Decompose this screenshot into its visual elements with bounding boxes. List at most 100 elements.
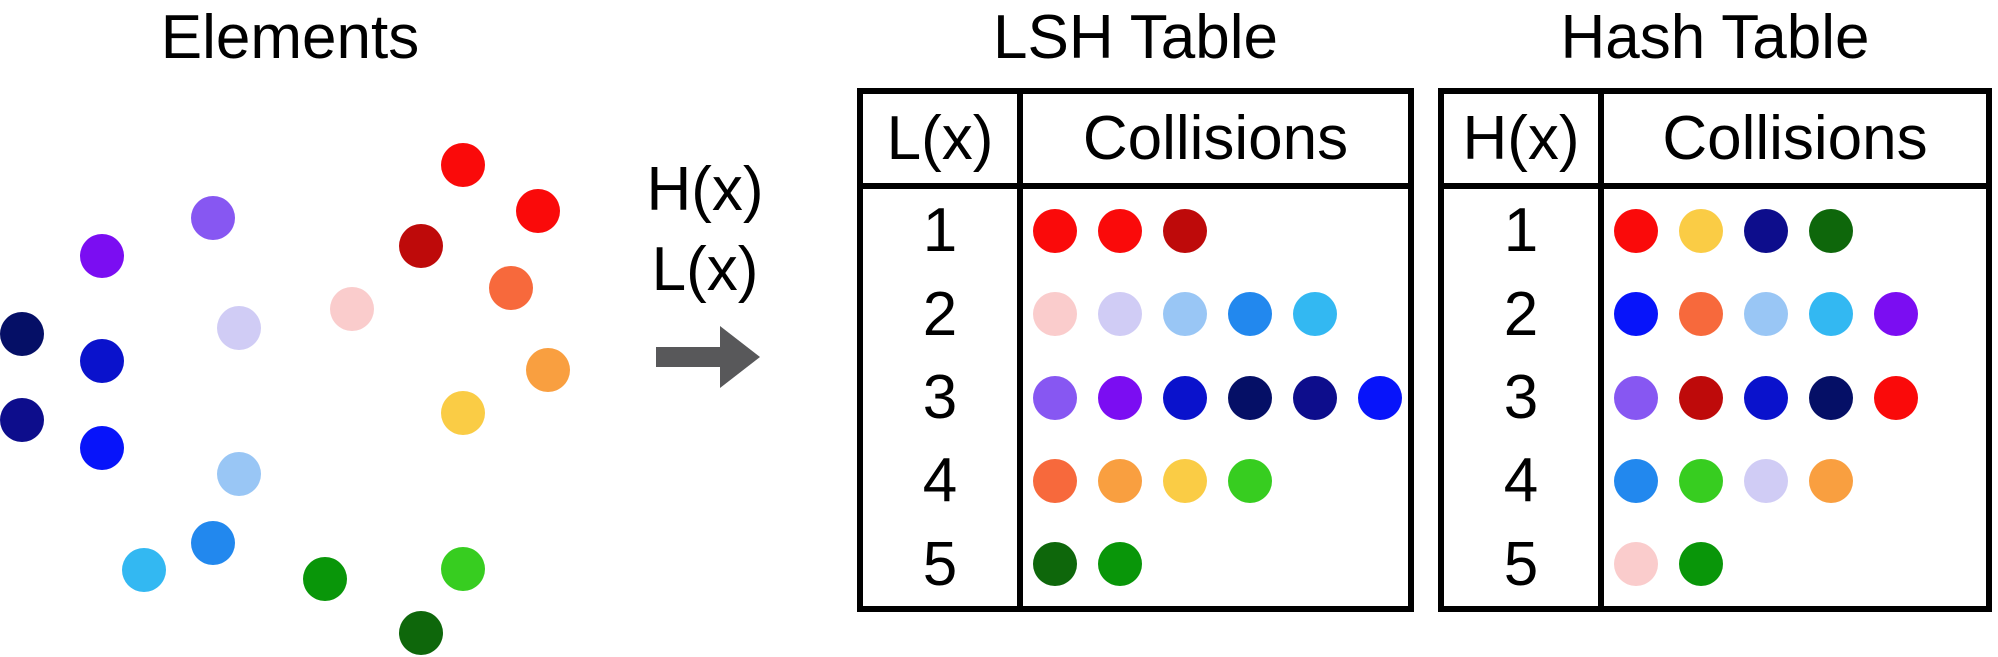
- hash-key-header: H(x): [1444, 94, 1604, 183]
- right-arrow-icon: [656, 326, 760, 393]
- collision-dot-green: [1098, 542, 1142, 587]
- hash-row-4: 4: [1444, 439, 1986, 523]
- elements-scatter: [0, 0, 660, 657]
- collision-dot-lavender: [1098, 292, 1142, 337]
- collision-dot-lightblue: [1744, 292, 1788, 337]
- lsh-collisions-header: Collisions: [1082, 104, 1349, 173]
- hash-table-title: Hash Table: [1560, 3, 1870, 72]
- collision-dot-mediumpurple: [1614, 375, 1658, 420]
- hash-bucket-collisions: [1604, 272, 1986, 355]
- element-dot-darkgreen: [399, 611, 443, 655]
- hash-bucket-key: 3: [1444, 355, 1604, 440]
- element-dot-blue: [80, 426, 124, 470]
- collision-dot-navy: [1744, 208, 1788, 253]
- element-dot-lightblue: [217, 452, 261, 496]
- collision-dot-red: [1033, 208, 1077, 253]
- hash-bucket-key: 1: [1444, 189, 1604, 273]
- lsh-bucket-key: 4: [863, 439, 1023, 523]
- lsh-bucket-collisions: [1023, 356, 1408, 439]
- lsh-key-header: L(x): [863, 94, 1023, 183]
- element-dot-tomato: [489, 266, 533, 310]
- collision-dot-tomato: [1679, 292, 1723, 337]
- hash-function-label-h: H(x): [646, 155, 764, 224]
- lsh-row-3: 3: [863, 355, 1408, 440]
- element-dot-navydark: [0, 312, 44, 356]
- lsh-bucket-collisions: [1023, 439, 1408, 522]
- element-dot-violet: [80, 234, 124, 278]
- element-dot-lavender: [217, 306, 261, 350]
- collision-dot-red: [1614, 208, 1658, 253]
- collision-dot-dodgerblue: [1614, 458, 1658, 503]
- collision-dot-mediumblue: [1744, 375, 1788, 420]
- hash-bucket-collisions: [1604, 523, 1986, 606]
- hash-bucket-key: 4: [1444, 439, 1604, 523]
- element-dot-mediumpurple: [191, 196, 235, 240]
- collision-dot-violet: [1098, 375, 1142, 420]
- element-dot-lime: [441, 547, 485, 591]
- collision-dot-darkred: [1163, 208, 1207, 253]
- hash-row-1: 1: [1444, 189, 1986, 273]
- collision-dot-mediumblue: [1163, 375, 1207, 420]
- hash-row-5: 5: [1444, 522, 1986, 607]
- collision-dot-lightblue: [1163, 292, 1207, 337]
- lsh-bucket-key: 1: [863, 189, 1023, 273]
- collision-dot-green: [1679, 542, 1723, 587]
- collision-dot-lime: [1679, 458, 1723, 503]
- lsh-bucket-key: 5: [863, 522, 1023, 607]
- element-dot-pink: [330, 287, 374, 331]
- hash-bucket-key: 5: [1444, 522, 1604, 607]
- element-dot-darkred: [399, 224, 443, 268]
- lsh-bucket-collisions: [1023, 189, 1408, 272]
- element-dot-red: [441, 143, 485, 187]
- collision-dot-red: [1098, 208, 1142, 253]
- collision-dot-gold: [1679, 208, 1723, 253]
- collision-dot-cyan: [1809, 292, 1853, 337]
- lsh-row-5: 5: [863, 522, 1408, 607]
- collision-dot-pink: [1033, 292, 1077, 337]
- collision-dot-darkred: [1679, 375, 1723, 420]
- lsh-row-2: 2: [863, 272, 1408, 356]
- hash-function-label-l: L(x): [651, 235, 759, 304]
- collision-dot-red: [1874, 375, 1918, 420]
- hash-collisions-header: Collisions: [1662, 104, 1928, 173]
- element-dot-mediumblue: [80, 339, 124, 383]
- lsh-bucket-collisions: [1023, 272, 1408, 355]
- collision-dot-darkgreen: [1809, 208, 1853, 253]
- collision-dot-orange: [1098, 458, 1142, 503]
- lsh-table-header: L(x) Collisions: [863, 94, 1408, 189]
- lsh-bucket-key: 3: [863, 355, 1023, 440]
- collision-dot-lime: [1228, 458, 1272, 503]
- collision-dot-blue: [1614, 292, 1658, 337]
- element-dot-cyan: [122, 548, 166, 592]
- element-dot-red: [516, 189, 560, 233]
- collision-dot-lavender: [1744, 458, 1788, 503]
- collision-dot-pink: [1614, 542, 1658, 587]
- hash-row-3: 3: [1444, 355, 1986, 440]
- collision-dot-navydark: [1228, 375, 1272, 420]
- hash-bucket-key: 2: [1444, 272, 1604, 356]
- arrow-head: [720, 326, 760, 388]
- collision-dot-mediumpurple: [1033, 375, 1077, 420]
- collision-dot-blue: [1358, 375, 1402, 420]
- element-dot-orange: [526, 348, 570, 392]
- arrow-shaft: [656, 347, 722, 367]
- hash-function-labels: H(x) L(x): [630, 150, 780, 310]
- element-dot-green: [303, 557, 347, 601]
- collision-dot-navy: [1293, 375, 1337, 420]
- lsh-bucket-key: 2: [863, 272, 1023, 356]
- element-dot-gold: [441, 391, 485, 435]
- hash-bucket-collisions: [1604, 439, 1986, 522]
- lsh-bucket-collisions: [1023, 523, 1408, 606]
- collision-dot-cyan: [1293, 292, 1337, 337]
- collision-dot-violet: [1874, 292, 1918, 337]
- hash-row-2: 2: [1444, 272, 1986, 356]
- lsh-row-4: 4: [863, 439, 1408, 523]
- hash-bucket-collisions: [1604, 189, 1986, 272]
- elements-title: Elements: [160, 3, 420, 72]
- collision-dot-dodgerblue: [1228, 292, 1272, 337]
